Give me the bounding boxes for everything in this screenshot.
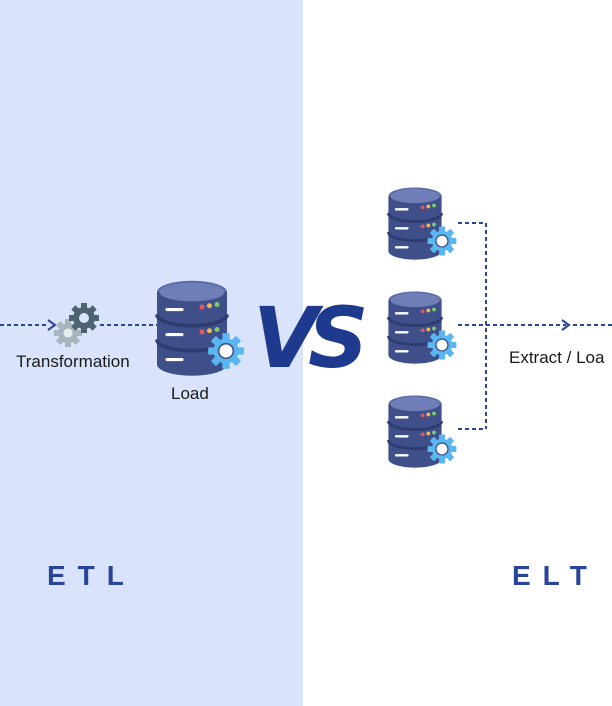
arrow-right-icon bbox=[561, 319, 571, 331]
etl-title: ETL bbox=[47, 560, 136, 591]
elt-title: ELT bbox=[512, 560, 599, 591]
transformation-label: Transformation bbox=[16, 352, 130, 371]
gear-icon bbox=[426, 433, 458, 465]
elt-bracket bbox=[458, 222, 566, 430]
etl-panel bbox=[0, 0, 303, 706]
gear-icon bbox=[426, 225, 458, 257]
load-label: Load bbox=[171, 384, 209, 403]
gear-icon bbox=[426, 329, 458, 361]
vs-label: VS bbox=[253, 289, 368, 387]
extract-load-label: Extract / Loa bbox=[509, 348, 605, 367]
elt-panel bbox=[303, 0, 612, 706]
gear-icon bbox=[207, 332, 245, 370]
gears-icon bbox=[54, 303, 99, 347]
etl-input-arrow bbox=[0, 319, 57, 331]
